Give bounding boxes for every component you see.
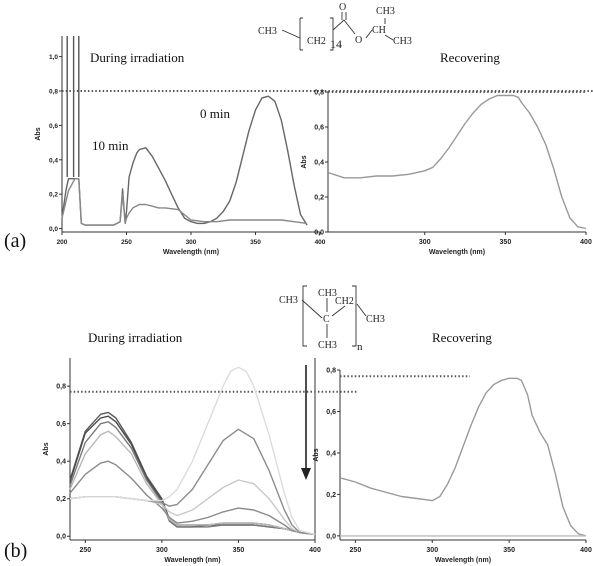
y-axis-label: Abs xyxy=(313,448,320,461)
x-tick-label: 300 xyxy=(419,239,431,246)
annotation-1: 10 min xyxy=(92,138,129,153)
series-line-a-left-0 xyxy=(61,95,308,226)
y-tick-label: 0,8 xyxy=(49,89,58,96)
struct-a-ch: CH xyxy=(372,25,386,36)
struct-b-ch2: CH2 xyxy=(335,296,354,307)
x-axis-label: Wavelength (nm) xyxy=(435,557,491,564)
x-axis-label: Wavelength (nm) xyxy=(164,557,220,564)
series-line-b-right-0 xyxy=(339,377,587,537)
y-tick-label: 0,2 xyxy=(49,192,58,199)
series-line-b-left-4 xyxy=(69,460,316,536)
x-tick-label: 300 xyxy=(156,547,168,554)
struct-b-ch3-bottom: CH3 xyxy=(318,340,337,351)
y-tick-label: 0,6 xyxy=(314,125,324,132)
x-tick-label: 350 xyxy=(233,547,245,554)
y-axis-label: Abs xyxy=(301,155,308,168)
struct-b-ch3-right: CH3 xyxy=(366,314,385,325)
panel-label-b: (b) xyxy=(4,540,27,562)
y-axis-label: Abs xyxy=(43,442,50,455)
series-line-b-left-2 xyxy=(69,421,316,536)
chart-title: During irradiation xyxy=(88,330,183,345)
series-line-b-left-6 xyxy=(69,428,316,536)
y-tick-label: 0,0 xyxy=(56,534,66,541)
y-tick-label: 0,0 xyxy=(314,230,324,237)
struct-a-o-carbonyl: O xyxy=(339,2,346,13)
struct-a-ch3-right: CH3 xyxy=(393,36,412,47)
struct-a-ch2: CH2 xyxy=(307,36,326,47)
x-tick-label: 250 xyxy=(79,547,91,554)
x-tick-label: 250 xyxy=(121,239,132,246)
y-tick-label: 0,6 xyxy=(56,421,66,428)
struct-b-c: C xyxy=(323,314,330,325)
y-tick-label: 0,2 xyxy=(314,195,324,202)
chart-title: Recovering xyxy=(432,330,492,345)
chemical-structure-b: CH3 CH3 C CH2 CH3 CH3 n xyxy=(279,285,385,353)
series-line-b-left-3 xyxy=(69,430,316,536)
series-line-b-left-1 xyxy=(69,415,316,536)
y-tick-label: 0,4 xyxy=(314,160,324,167)
x-tick-label: 250 xyxy=(350,547,362,554)
y-tick-label: 0,0 xyxy=(49,226,58,233)
chart-a-left: 200 250 300 350 400 0,0 0,2 0,4 0,6 0,8 1,0Wavelen… xyxy=(35,36,593,256)
y-tick-label: 0,2 xyxy=(326,492,336,499)
struct-a-ch3-top: CH3 xyxy=(376,6,395,17)
struct-a-subscript: 14 xyxy=(330,37,342,51)
y-tick-label: 1,0 xyxy=(49,54,58,61)
x-axis-label: Wavelength (nm) xyxy=(163,249,219,256)
x-tick-label: 400 xyxy=(580,547,592,554)
series-line-a-right-0 xyxy=(327,94,587,230)
y-tick-label: 0,8 xyxy=(56,384,66,391)
y-tick-label: 0,6 xyxy=(326,409,336,416)
struct-b-ch3-left: CH3 xyxy=(279,295,298,306)
struct-a-o-ester: O xyxy=(355,35,362,46)
y-axis-label: Abs xyxy=(35,127,42,140)
chart-title: During irradiation xyxy=(90,50,185,65)
series-line-b-left-0 xyxy=(69,411,316,536)
y-tick-label: 0,4 xyxy=(56,459,66,466)
x-tick-label: 400 xyxy=(309,547,321,554)
struct-b-subscript: n xyxy=(357,341,363,353)
y-tick-label: 0,2 xyxy=(56,496,66,503)
panel-label-a: (a) xyxy=(4,230,26,252)
series-line-a-left-1 xyxy=(61,178,308,226)
x-tick-label: 200 xyxy=(57,239,68,246)
x-tick-label: 400 xyxy=(315,239,326,246)
x-tick-label: 350 xyxy=(500,239,512,246)
decrease-arrow-icon xyxy=(301,365,311,480)
x-tick-label: 350 xyxy=(250,239,261,246)
annotation-0: 0 min xyxy=(200,106,230,121)
y-tick-label: 0,6 xyxy=(49,123,58,130)
x-tick-label: 300 xyxy=(186,239,197,246)
x-tick-label: 350 xyxy=(503,547,515,554)
charts-layer: 200 250 300 350 400 0,0 0,2 0,4 0,6 0,8 1,0Wavelen… xyxy=(35,36,593,564)
x-tick-label: 300 xyxy=(426,547,438,554)
y-tick-label: 0,8 xyxy=(326,368,336,375)
y-tick-label: 0,8 xyxy=(314,90,324,97)
y-tick-label: 0,4 xyxy=(326,450,336,457)
chart-title: Recovering xyxy=(440,50,500,65)
x-axis-label: Wavelength (nm) xyxy=(429,249,485,256)
chemical-structure-a: CH3 CH2 14 O O CH CH3 CH3 xyxy=(258,2,412,51)
struct-a-ch3-left: CH3 xyxy=(258,26,277,37)
struct-b-ch3-top: CH3 xyxy=(318,288,337,299)
series-line-b-left-7 xyxy=(69,366,316,536)
y-tick-label: 0,4 xyxy=(49,157,58,164)
x-tick-label: 400 xyxy=(580,239,592,246)
y-tick-label: 0,0 xyxy=(326,533,336,540)
